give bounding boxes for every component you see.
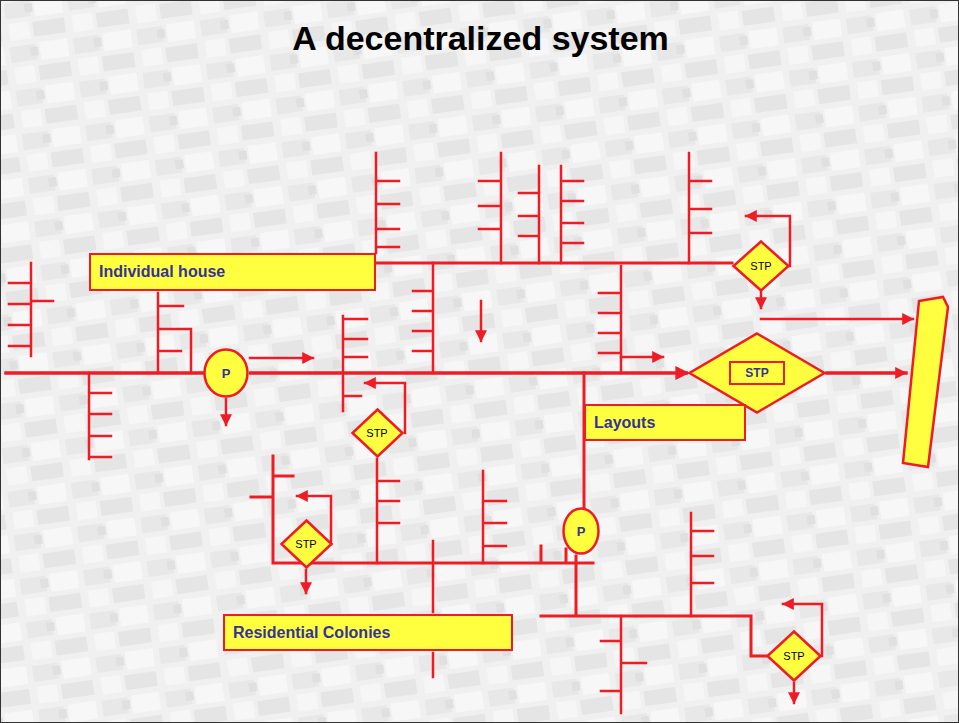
stp-label: STP — [750, 260, 771, 272]
stp-diamond: STP — [766, 630, 822, 682]
outlet-arrow — [793, 683, 796, 703]
pump-circle: P — [562, 507, 600, 555]
branch-sewer — [689, 153, 711, 263]
diagram-title: A decentralized system — [1, 19, 959, 58]
outlet-arrow — [305, 570, 308, 593]
branch-sewer — [599, 266, 621, 373]
diamond-shape — [768, 632, 821, 681]
branch-sewer — [158, 293, 191, 373]
pump-circle: P — [203, 348, 249, 398]
branch-sewer — [413, 263, 433, 373]
area-label: Residential Colonies — [233, 624, 390, 642]
branch-sewer — [343, 316, 367, 411]
flow-arrow — [480, 301, 483, 341]
collector-sewer — [541, 556, 766, 656]
outfall-arrow — [827, 371, 906, 375]
river-drain — [903, 297, 948, 467]
branch-sewer — [561, 166, 583, 263]
flow-arrow — [621, 356, 663, 359]
stp-diamond: STP — [280, 519, 333, 569]
stp-diamond: STP — [732, 240, 790, 292]
circle-shape — [564, 509, 599, 554]
circle-shape — [205, 350, 248, 397]
collector-sewer — [376, 262, 732, 265]
stp-diamond: STP — [688, 332, 826, 414]
branch-sewer — [89, 373, 111, 459]
diamond-shape — [352, 410, 402, 457]
area-label: Individual house — [99, 263, 225, 281]
area-label: Layouts — [594, 414, 655, 432]
branch-sewer — [479, 153, 501, 263]
collector-sewer — [251, 456, 593, 563]
outfall-arrow — [761, 318, 913, 321]
pump-outlet-arrow — [225, 399, 228, 425]
outlet-arrow — [760, 292, 763, 308]
branch-sewer — [9, 263, 53, 356]
branch-sewer — [432, 541, 435, 677]
diamond-shape — [734, 242, 789, 291]
stp-label: STP — [295, 538, 316, 550]
label-box: Individual house — [89, 253, 376, 291]
pump-label: P — [577, 524, 586, 539]
label-box: Residential Colonies — [223, 614, 513, 651]
branch-sewer — [691, 513, 713, 616]
stp-label: STP — [366, 427, 387, 439]
stp-diamond: STP — [351, 408, 404, 458]
pump-label: P — [222, 366, 231, 381]
diamond-shape — [690, 334, 825, 413]
flow-arrow — [250, 357, 313, 360]
branch-sewer — [601, 616, 646, 713]
stp-label: STP — [783, 650, 804, 662]
branch-sewer — [377, 459, 399, 563]
trunk-sewer — [6, 371, 204, 375]
branch-sewer — [519, 166, 539, 263]
stp-label: STP — [729, 361, 784, 385]
branch-sewer — [483, 471, 506, 563]
branch-sewer — [376, 153, 399, 253]
label-box: Layouts — [584, 404, 746, 441]
sewer-connector — [249, 371, 688, 375]
diamond-shape — [281, 521, 331, 568]
